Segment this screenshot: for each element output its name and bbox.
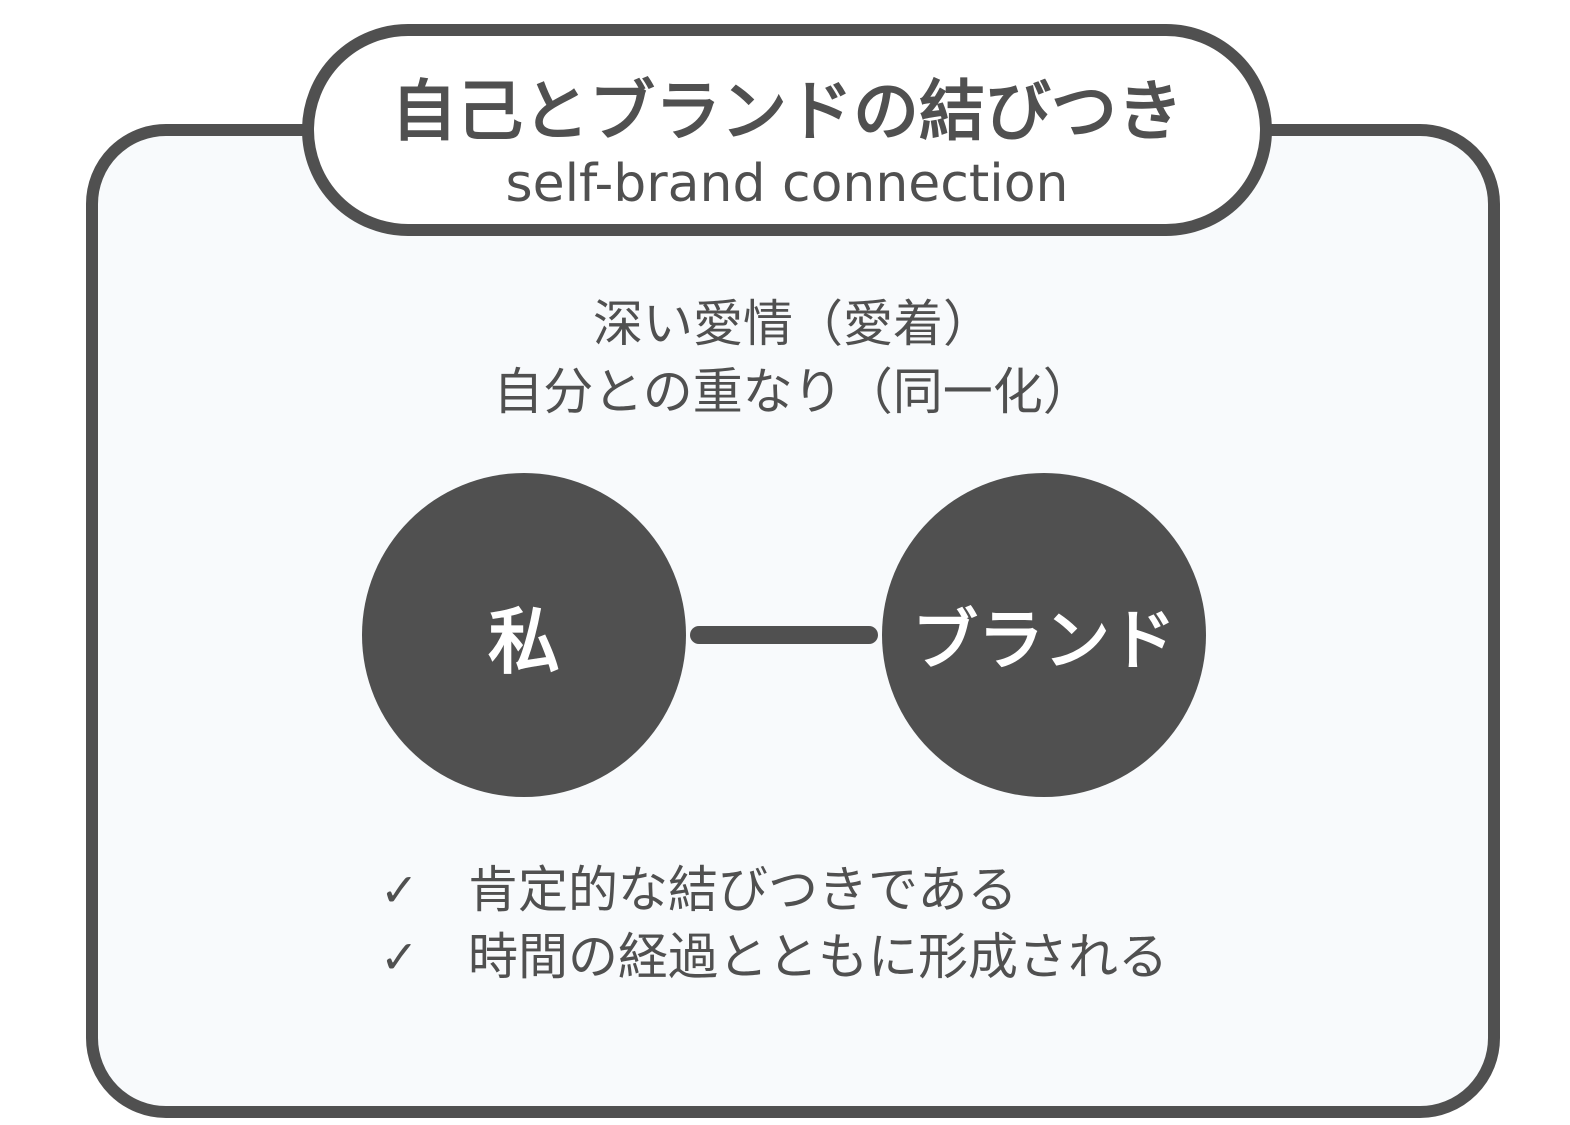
check-icon: ✓ <box>380 863 419 917</box>
concept-identification: 自分との重なり（同一化） <box>493 363 1093 421</box>
self-node-label: 私 <box>487 599 560 684</box>
brand-node-label: ブランド <box>912 602 1176 679</box>
connection-line <box>690 626 878 644</box>
checklist-item: ✓ 肯定的な結びつきである <box>380 855 1018 925</box>
self-node: 私 <box>362 473 686 797</box>
checklist-item-text: 時間の経過とともに形成される <box>468 928 1168 986</box>
concept-affection: 深い愛情（愛着） <box>593 295 993 353</box>
check-icon: ✓ <box>380 930 419 984</box>
checklist-item-text: 肯定的な結びつきである <box>468 861 1018 919</box>
title-pill: 自己とブランドの結びつき self-brand connection <box>302 24 1272 236</box>
brand-node: ブランド <box>882 473 1206 797</box>
title-english: self-brand connection <box>505 154 1069 214</box>
diagram-card <box>86 124 1500 1118</box>
title-japanese: 自己とブランドの結びつき <box>391 73 1183 150</box>
checklist-item: ✓ 時間の経過とともに形成される <box>380 922 1168 992</box>
